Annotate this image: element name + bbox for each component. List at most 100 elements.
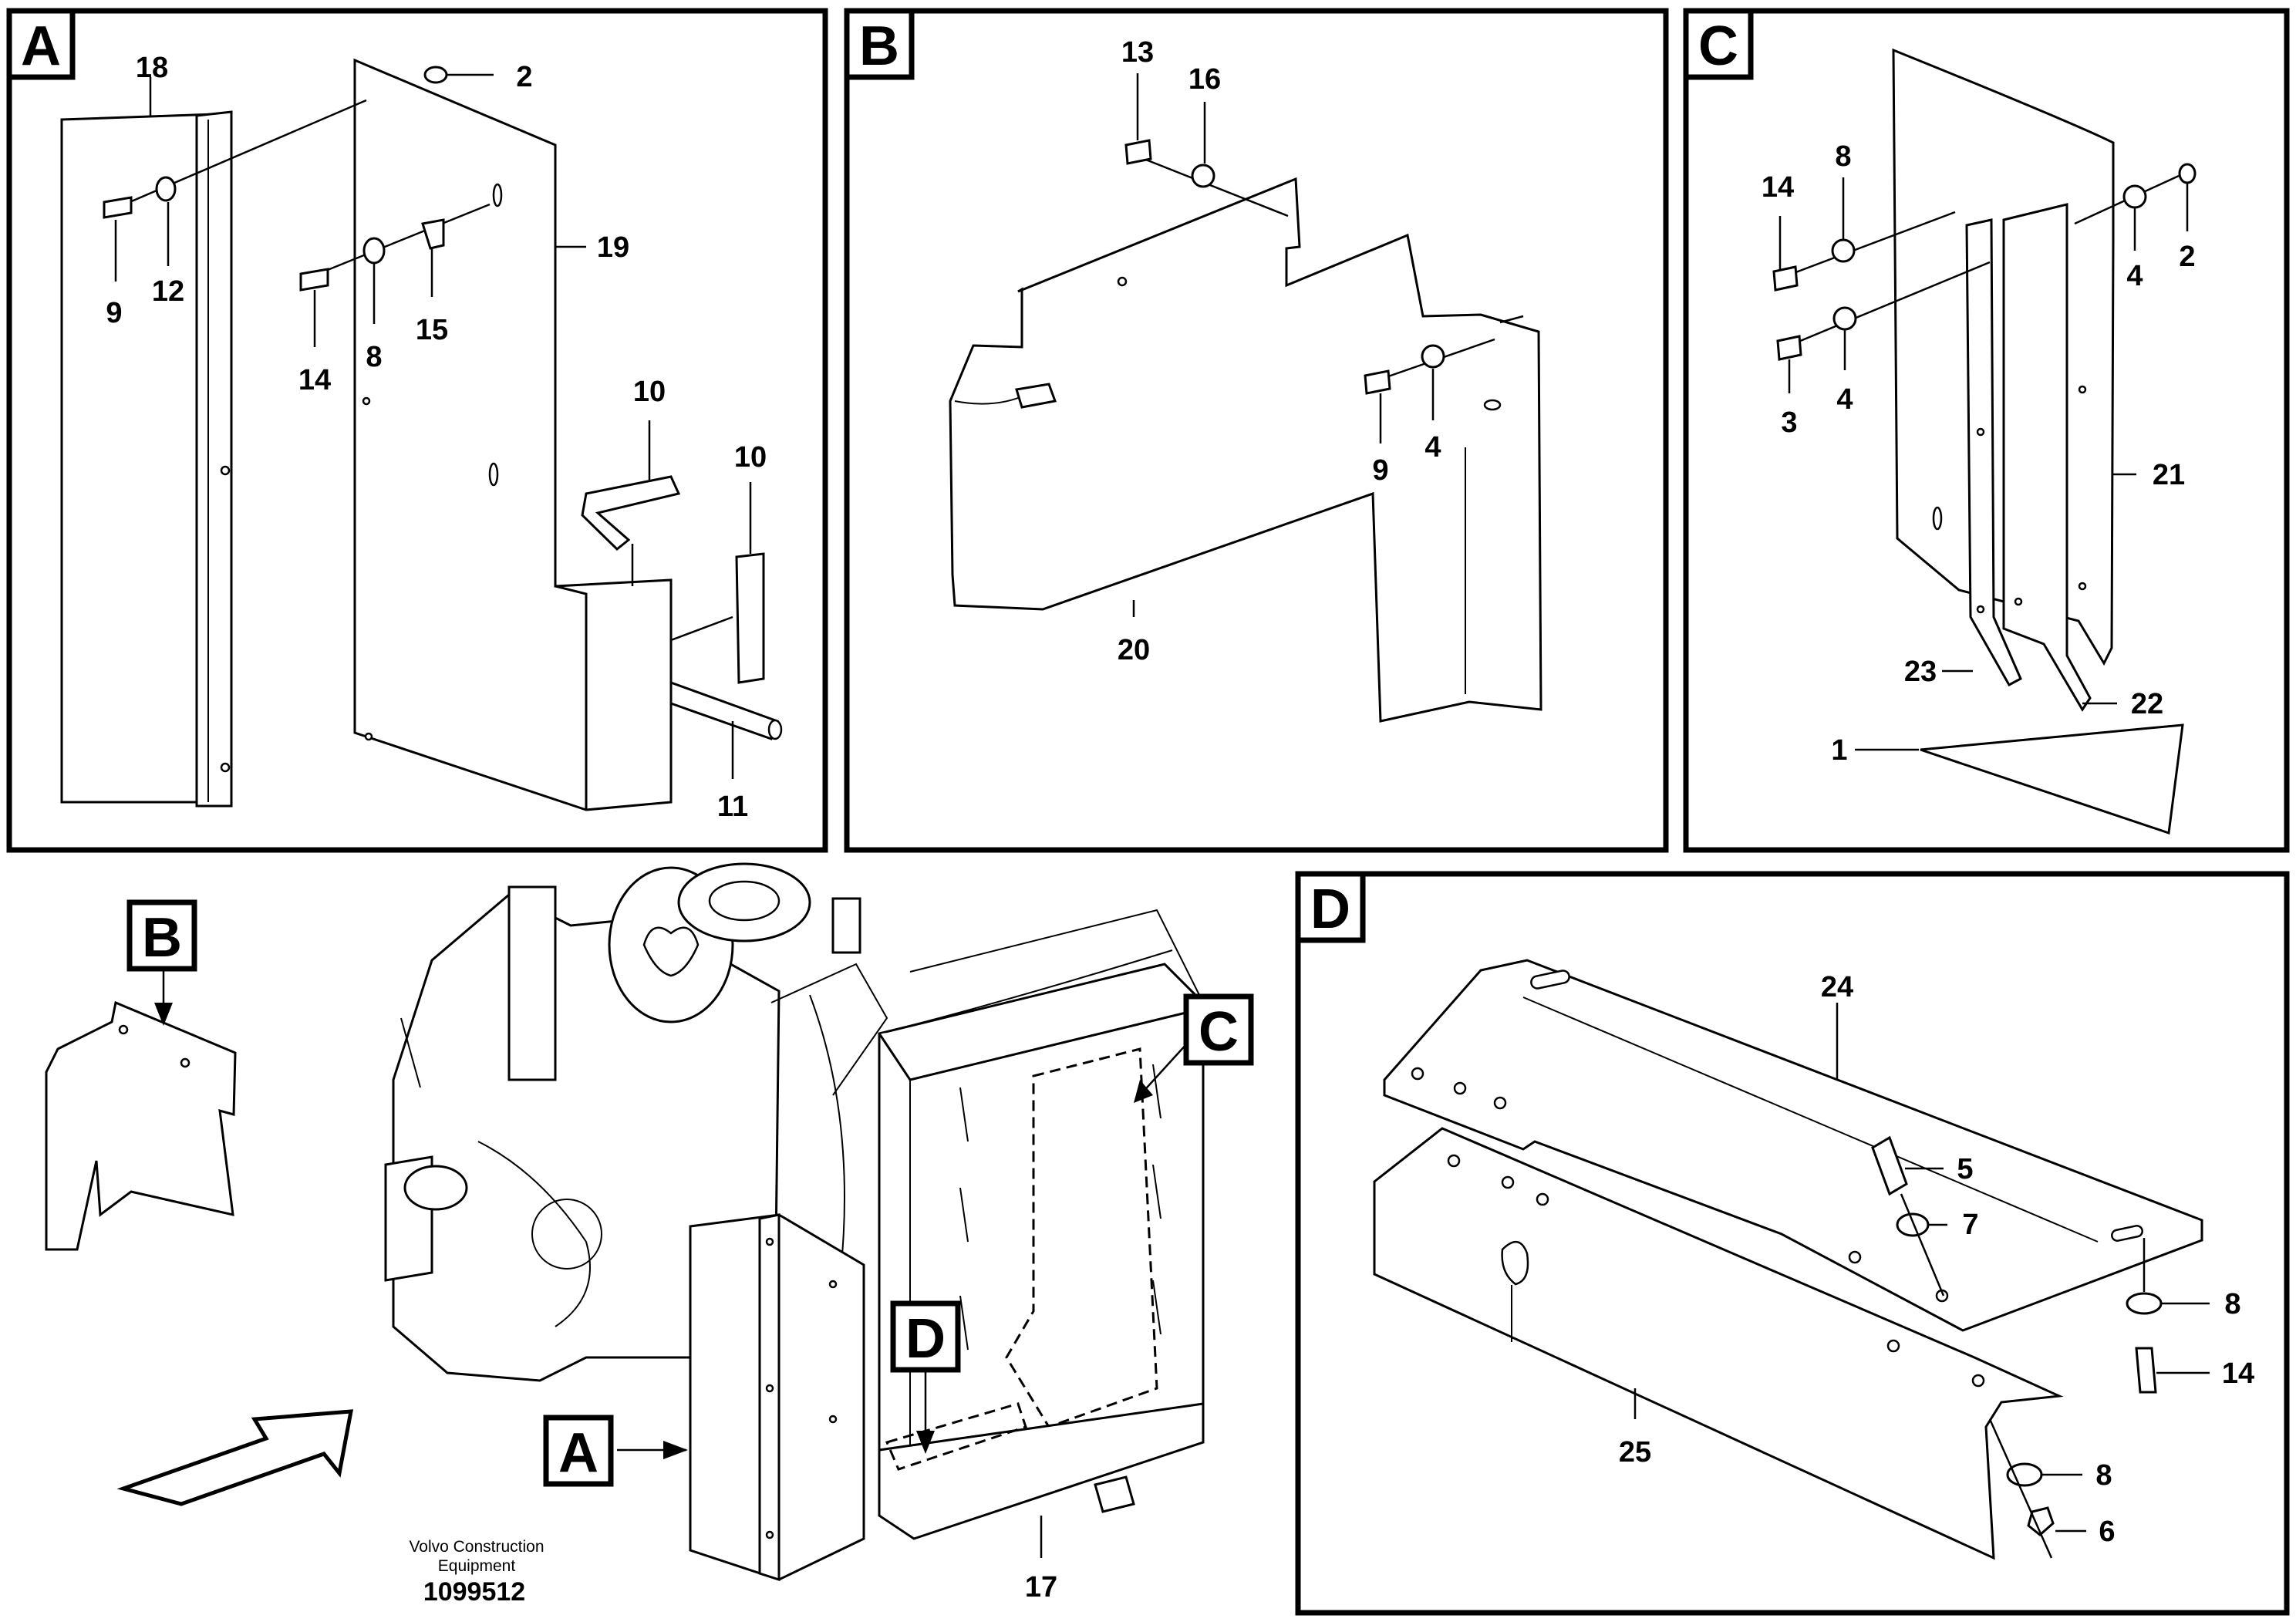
engine-pulley — [403, 1165, 468, 1211]
callout-2c: 2 — [2179, 241, 2195, 273]
part-9-bolt — [103, 196, 133, 219]
callout-16: 16 — [1188, 63, 1221, 96]
callout-10b: 10 — [734, 441, 767, 474]
part-4-washer-c2 — [2122, 184, 2147, 209]
part-15-clip — [421, 218, 445, 250]
overview-b-panel — [45, 1000, 237, 1251]
callout-19: 19 — [597, 231, 629, 264]
part-4-washer-c1 — [1832, 306, 1857, 331]
callout-9: 9 — [106, 297, 122, 329]
overview-tag-a: A — [558, 1422, 598, 1484]
part-25-shield — [1373, 1127, 2064, 1560]
panel-b-tag-box — [844, 8, 915, 80]
part-5-bolt — [1871, 1135, 1908, 1196]
callout-13: 13 — [1121, 36, 1154, 69]
panel-d-tag-box — [1295, 871, 1366, 943]
part-10-bend — [581, 475, 681, 551]
overview-tag-b-box — [126, 899, 197, 972]
panel-a-tag-box — [6, 8, 76, 80]
part-3-bolt — [1776, 335, 1802, 361]
credit-line2: Equipment — [438, 1557, 516, 1575]
part-11-rod — [669, 680, 779, 740]
part-8-washer-d1 — [2126, 1292, 2163, 1315]
callout-17: 17 — [1025, 1571, 1057, 1603]
callout-25: 25 — [1619, 1436, 1651, 1469]
part-8-washer-c — [1831, 238, 1856, 263]
callout-8: 8 — [366, 341, 382, 373]
part-6-nut — [2027, 1506, 2055, 1536]
callout-3: 3 — [1781, 406, 1797, 439]
callout-6: 6 — [2099, 1516, 2115, 1548]
callout-18: 18 — [136, 52, 168, 84]
part-16-washer — [1191, 164, 1215, 188]
part-14-bolt — [299, 268, 329, 292]
callout-8c: 8 — [1835, 140, 1851, 173]
callout-21: 21 — [2153, 459, 2185, 491]
panel-c: C 14 8 2 4 3 4 — [1683, 8, 2290, 853]
part-20-panel — [949, 177, 1542, 723]
part-1-wedge — [1920, 723, 2184, 835]
part-17-tray — [878, 1402, 1205, 1540]
part-13-bolt — [1124, 139, 1152, 165]
callout-22: 22 — [2131, 688, 2163, 720]
part-9-bolt-b — [1364, 369, 1391, 395]
callout-5: 5 — [1957, 1153, 1973, 1185]
part-8-washer-d2 — [2006, 1462, 2043, 1487]
overview-tag-c: C — [1199, 1001, 1239, 1063]
panel-b: B 13 16 9 4 20 — [844, 8, 1669, 853]
panel-b-tag: B — [859, 15, 899, 77]
panel-c-tag-box — [1683, 8, 1754, 80]
callout-23: 23 — [1904, 656, 1937, 688]
overview-tag-d-box — [890, 1300, 961, 1373]
callout-4b: 4 — [1424, 431, 1441, 464]
part-18-flange — [195, 110, 233, 808]
callout-4c2: 4 — [1836, 383, 1853, 416]
callout-9b: 9 — [1372, 454, 1388, 487]
document-number: 1099512 — [423, 1577, 525, 1607]
part-23-strip — [1965, 218, 2022, 687]
overview-tag-c-box — [1183, 993, 1254, 1066]
panel-a-frame — [6, 8, 828, 853]
part-8-washer — [362, 237, 386, 265]
callout-11: 11 — [717, 791, 748, 823]
callout-2: 2 — [516, 61, 532, 93]
panel-d-frame — [1295, 871, 2290, 1616]
callout-14: 14 — [298, 364, 331, 396]
callout-20: 20 — [1118, 634, 1150, 666]
callout-24: 24 — [1821, 971, 1853, 1003]
callout-14c: 14 — [1762, 171, 1794, 204]
callout-7: 7 — [1962, 1209, 1978, 1241]
panel-d: D — [1295, 871, 2290, 1616]
credit-line1: Volvo Construction — [409, 1538, 544, 1556]
callout-1: 1 — [1831, 734, 1847, 767]
overview-tag-d: D — [905, 1308, 946, 1370]
part-2-fastener — [423, 66, 448, 84]
panel-a-tag: A — [21, 15, 61, 77]
part-14-bolt-d — [2135, 1347, 2157, 1394]
part-24-plate — [1383, 959, 2203, 1332]
engine-stack — [831, 897, 861, 954]
panel-b-frame — [844, 8, 1669, 853]
panel-a: A 18 — [6, 8, 828, 853]
panel-c-tag: C — [1698, 15, 1738, 77]
part-14-bolt-c — [1772, 265, 1799, 292]
part-10-rod — [735, 552, 765, 684]
callout-15: 15 — [416, 314, 448, 346]
view-direction-arrow — [116, 1409, 354, 1506]
part-12-washer — [155, 176, 177, 202]
part-7-washer — [1896, 1212, 1930, 1237]
callout-4c1: 4 — [2126, 260, 2143, 292]
callout-14d: 14 — [2222, 1357, 2254, 1390]
part-19-panel — [353, 58, 673, 811]
overview-d-zone — [885, 1402, 1027, 1471]
part-4-washer-b — [1421, 344, 1445, 369]
panel-d-tag: D — [1310, 878, 1350, 940]
part-18-trim — [60, 113, 217, 804]
callout-8d1: 8 — [2224, 1288, 2240, 1320]
callout-12: 12 — [152, 275, 184, 308]
callout-10a: 10 — [633, 376, 666, 408]
overview-tag-b: B — [142, 907, 182, 969]
overview: B C D 17 — [45, 862, 1254, 1607]
panel-c-frame — [1683, 8, 2290, 853]
